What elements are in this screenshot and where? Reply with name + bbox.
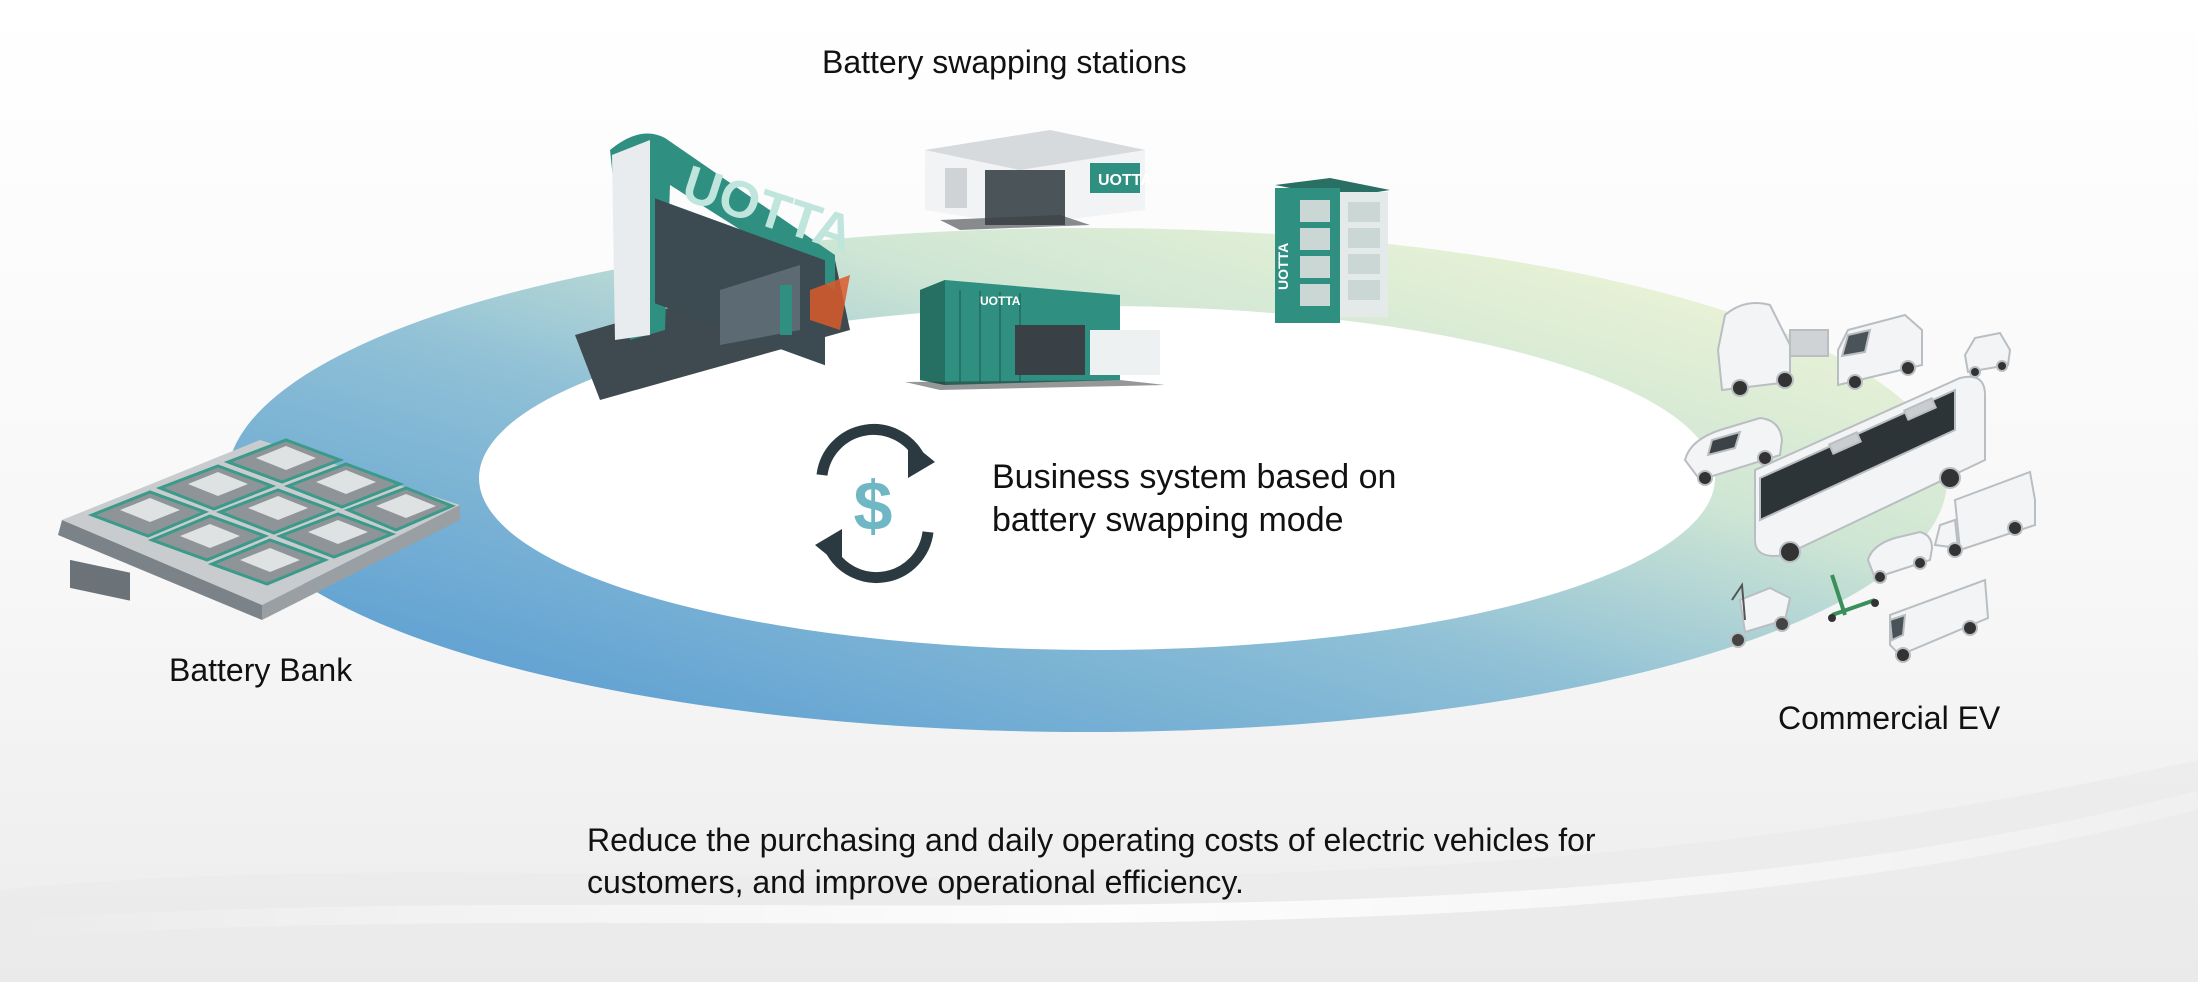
van-icon bbox=[1837, 313, 1923, 390]
scooter-icon bbox=[1730, 582, 1792, 648]
center-description: Business system based on battery swappin… bbox=[992, 456, 1396, 542]
e-scooter-icon bbox=[1828, 574, 1879, 622]
swapping-station-cabinet-image: UOTTA bbox=[1275, 178, 1390, 323]
battery-bank-label: Battery Bank bbox=[169, 652, 353, 688]
background-swoosh-light bbox=[0, 791, 2198, 939]
background-swoosh bbox=[0, 760, 2198, 982]
center-line-2: battery swapping mode bbox=[992, 501, 1344, 539]
bottom-line-2: customers, and improve operational effic… bbox=[587, 864, 1244, 900]
center-line-1: Business system based on bbox=[992, 458, 1397, 496]
box-truck-icon bbox=[1933, 470, 2036, 558]
commercial-ev-label: Commercial EV bbox=[1778, 700, 2001, 736]
svg-text:UOTTA: UOTTA bbox=[1098, 172, 1152, 189]
svg-text:UOTTA: UOTTA bbox=[1275, 243, 1291, 290]
delivery-van-icon bbox=[1888, 578, 1990, 663]
bottom-line-1: Reduce the purchasing and daily operatin… bbox=[587, 822, 1596, 858]
truck-icon bbox=[1716, 302, 1829, 397]
small-car-icon bbox=[1963, 331, 2012, 378]
swapping-station-container-image: UOTTA bbox=[905, 280, 1165, 390]
stations-label: Battery swapping stations bbox=[822, 44, 1187, 80]
battery-bank-image bbox=[58, 438, 460, 620]
hatchback-icon bbox=[1866, 530, 1934, 584]
svg-text:UOTTA: UOTTA bbox=[980, 294, 1021, 308]
bus-icon bbox=[1754, 375, 1986, 563]
sedan-icon bbox=[1683, 416, 1784, 486]
bottom-description: Reduce the purchasing and daily operatin… bbox=[587, 819, 1596, 903]
commercial-ev-image bbox=[1683, 302, 2036, 663]
dollar-refresh-icon: $ bbox=[815, 423, 935, 584]
svg-text:$: $ bbox=[854, 467, 893, 545]
swapping-station-building-image: UOTTA bbox=[925, 130, 1152, 230]
